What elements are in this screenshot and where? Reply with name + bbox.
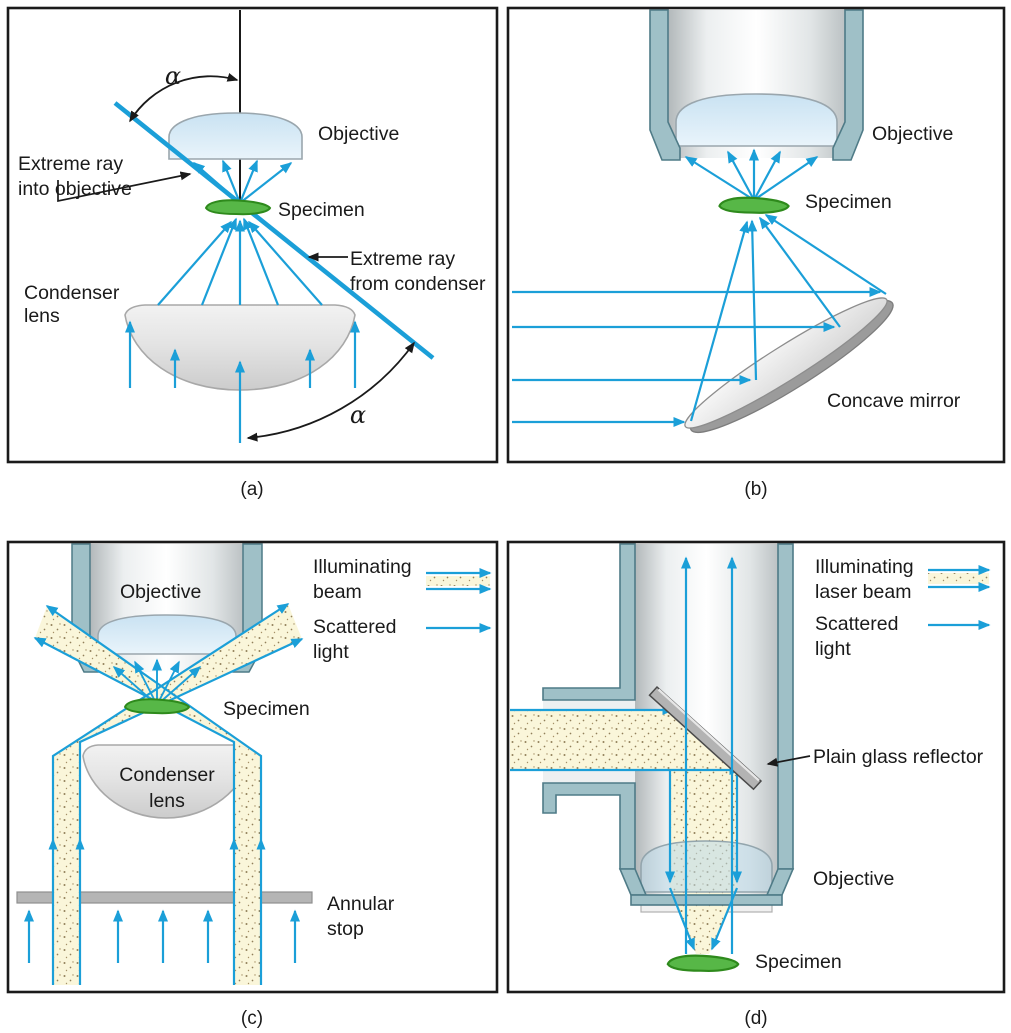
condenser-input-rays [125,320,360,443]
reflected-rays [689,214,887,422]
objective-label: Objective [318,123,399,145]
objective-rays [192,159,293,204]
legend-illuminating-line2: beam [313,581,362,603]
specimen [124,698,190,715]
legend-scattered-line1: Scattered [313,616,396,638]
scattered-rays [112,658,202,706]
concave-mirror [684,297,894,433]
specimen-label: Specimen [223,698,310,720]
panel-d: Plain glass reflector Objective Specimen… [510,543,991,973]
objective-barrel-walls [649,9,864,161]
alpha-arc-top [129,73,239,123]
specimen-label: Specimen [278,199,365,221]
caption-a: (a) [240,479,263,500]
caption-d: (d) [744,1008,767,1029]
extreme-from-label-line2: from condenser [350,273,486,295]
legend: Illuminating laser beam Scattered light [815,556,991,660]
legend-illuminating-line1: Illuminating [313,556,412,578]
objective-label: Objective [813,868,894,890]
specimen [666,954,740,973]
panel-c: Objective Condenser lens [16,543,492,985]
caption-b: (b) [744,479,767,500]
incoming-rays [512,287,882,427]
specimen-label: Specimen [805,191,892,213]
legend-scattered-line2: light [815,638,851,660]
legend-beam-band-icon [928,573,989,584]
alpha-label-top: α [165,62,181,90]
reflector-pointer-arrow [766,755,811,767]
objective-label: Objective [120,581,201,603]
scattered-rays [681,556,737,954]
objective-lens [640,840,773,893]
condenser-label-line1: Condenser [119,764,215,786]
panel-d-border [506,540,1006,994]
panel-a: α α Objective Extreme ray into objective… [18,10,486,443]
extreme-from-label-line1: Extreme ray [350,248,455,270]
legend-beam-band-icon [426,576,490,586]
laser-beam-edge-rays [510,705,742,951]
panel-a-border [6,6,499,464]
objective-label: Objective [872,123,953,145]
converging-rays [157,217,323,306]
objective-rays [684,148,819,201]
panel-b-border [506,6,1006,464]
plain-glass-reflector [648,685,763,791]
illuminating-beam-bands [35,604,302,985]
condenser-label-line2: lens [24,305,60,327]
concave-mirror-label: Concave mirror [827,390,961,412]
alpha-arc-bottom [246,341,415,442]
specimen-label: Specimen [755,951,842,973]
condenser-label-line2: lens [149,790,185,812]
extreme-into-label-line2: into objective [18,178,132,200]
reflector-label: Plain glass reflector [813,746,984,768]
panel-borders [6,6,1006,994]
legend-scattered-line1: Scattered [815,613,898,635]
legend: Illuminating beam Scattered light [313,556,492,663]
annular-stop-label-line1: Annular [327,893,395,915]
objective-lens [97,614,237,655]
extreme-ray-line [113,101,435,360]
annular-stop [16,891,313,904]
panel-b: Objective Specimen Concave mirror [512,9,961,433]
panel-c-border [6,540,499,994]
legend-illuminating-line1: Illuminating [815,556,914,578]
extreme-into-label-line1: Extreme ray [18,153,123,175]
extreme-into-pointer-arrow [57,171,192,203]
condenser-label-line1: Condenser [24,282,120,304]
specimen [205,199,271,216]
tube-walls [542,543,795,906]
caption-c: (c) [241,1008,263,1029]
objective-lens [168,112,303,160]
legend-scattered-line2: light [313,641,349,663]
blocked-rays [24,909,300,963]
objective-lens [675,93,838,147]
specimen [718,196,790,214]
legend-illuminating-line2: laser beam [815,581,911,603]
beam-edge-rays [33,603,304,985]
annular-stop-label-line2: stop [327,918,364,940]
alpha-label-bottom: α [350,401,366,429]
